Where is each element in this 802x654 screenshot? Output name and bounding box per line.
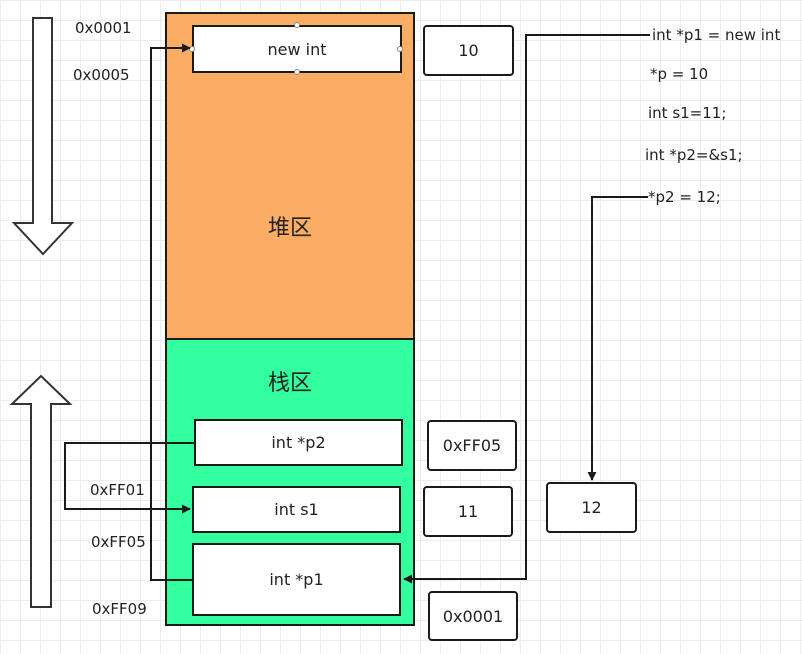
code-line: *p2 = 12; bbox=[648, 188, 721, 206]
code-line: int s1=11; bbox=[648, 104, 727, 122]
result-value-box[interactable]: 12 bbox=[546, 482, 637, 533]
address-label: 0xFF01 bbox=[90, 481, 145, 499]
address-label: 0xFF09 bbox=[92, 600, 147, 618]
address-label: 0xFF05 bbox=[91, 533, 146, 551]
code-to-p1-connector bbox=[403, 34, 650, 584]
code-line: *p = 10 bbox=[650, 65, 709, 83]
p2-value-box[interactable]: 0xFF05 bbox=[427, 420, 517, 471]
p2-to-s1-connector bbox=[64, 442, 194, 514]
selection-handle[interactable] bbox=[294, 22, 300, 28]
stack-cell-p1[interactable]: int *p1 bbox=[192, 543, 401, 616]
p1-to-heap-connector bbox=[150, 43, 192, 581]
stack-region-label: 栈区 bbox=[267, 371, 312, 396]
heap-region-label: 堆区 bbox=[267, 216, 312, 241]
selection-handle[interactable] bbox=[397, 46, 403, 52]
heap-cell-new-int[interactable]: new int bbox=[192, 25, 402, 73]
code-to-result-connector bbox=[587, 196, 648, 481]
code-line: int *p1 = new int bbox=[652, 26, 781, 44]
heap-value-box[interactable]: 10 bbox=[423, 25, 514, 76]
p1-value-box[interactable]: 0x0001 bbox=[428, 591, 518, 641]
selection-handle[interactable] bbox=[294, 69, 300, 75]
s1-value-box[interactable]: 11 bbox=[423, 486, 513, 537]
address-label: 0x0005 bbox=[73, 66, 130, 84]
code-line: int *p2=&s1; bbox=[645, 146, 743, 164]
heap-growth-arrow bbox=[11, 17, 75, 256]
stack-cell-p2[interactable]: int *p2 bbox=[194, 419, 403, 466]
stack-growth-arrow bbox=[9, 374, 73, 608]
stack-cell-s1[interactable]: int s1 bbox=[192, 486, 401, 533]
address-label: 0x0001 bbox=[75, 19, 132, 37]
